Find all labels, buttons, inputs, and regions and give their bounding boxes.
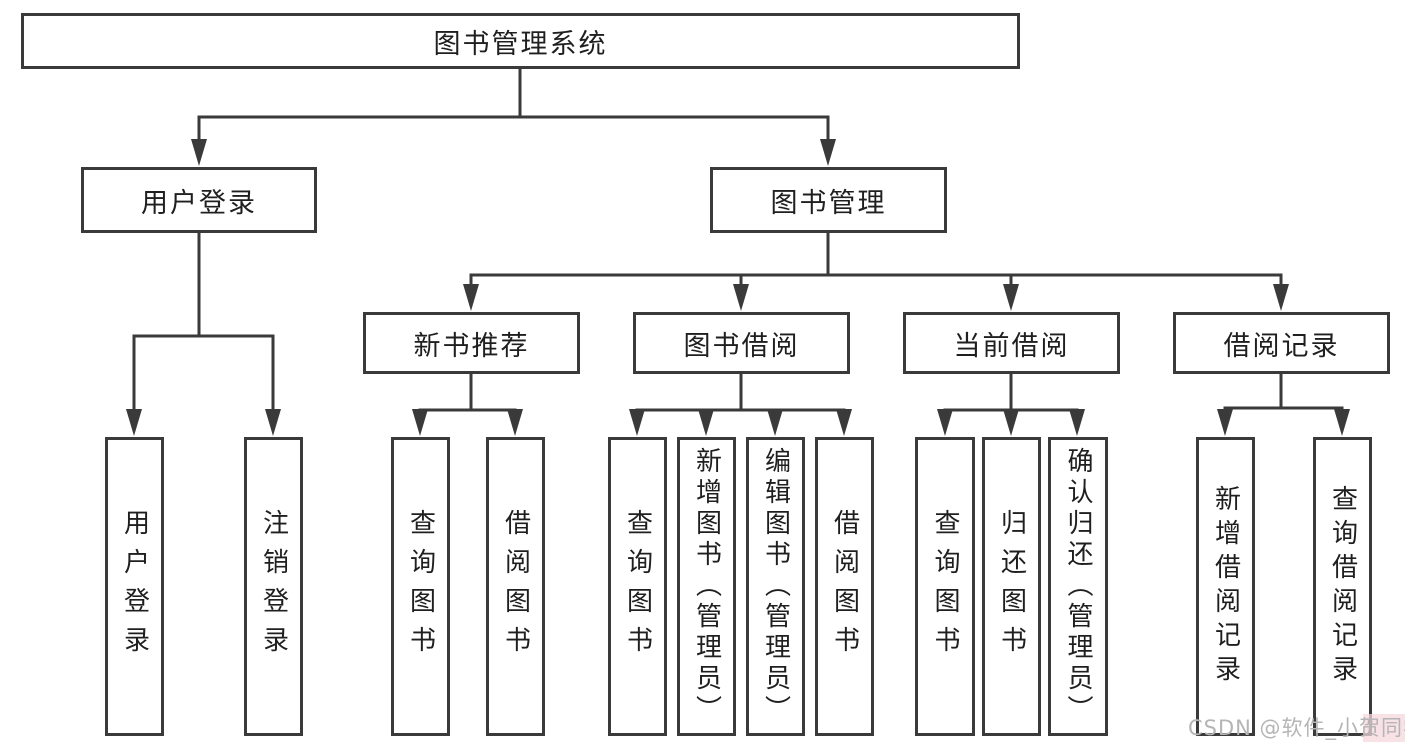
leaf-return-book: 归还图书 bbox=[982, 437, 1041, 736]
node-current-borrow: 当前借阅 bbox=[903, 312, 1120, 374]
watermark: CSDN @软件_小贺同学 bbox=[1188, 712, 1405, 742]
node-borrow-records: 借阅记录 bbox=[1173, 312, 1390, 374]
node-book-management-label: 图书管理 bbox=[770, 187, 887, 219]
leaf-confirm-return-admin: 确认归还（管理员） bbox=[1048, 437, 1108, 736]
node-book-borrow: 图书借阅 bbox=[633, 312, 850, 374]
node-book-management: 图书管理 bbox=[710, 167, 947, 233]
node-library-system-label: 图书管理系统 bbox=[433, 28, 608, 60]
node-new-book-recommend: 新书推荐 bbox=[363, 312, 580, 374]
watermark-text-accent: 学 bbox=[1403, 716, 1405, 740]
node-library-system: 图书管理系统 bbox=[21, 13, 1020, 69]
leaf-add-borrow-record: 新增借阅记录 bbox=[1196, 437, 1255, 736]
leaf-user-login: 用户登录 bbox=[105, 437, 164, 736]
node-borrow-records-label: 借阅记录 bbox=[1223, 330, 1340, 362]
leaf-logout: 注销登录 bbox=[244, 437, 303, 736]
leaf-borrow-book-recommend: 借阅图书 bbox=[486, 437, 545, 736]
leaf-query-borrow-record: 查询借阅记录 bbox=[1313, 437, 1372, 736]
leaf-query-book-borrow: 查询图书 bbox=[608, 437, 667, 736]
leaf-edit-book-admin: 编辑图书（管理员） bbox=[746, 437, 805, 736]
node-current-borrow-label: 当前借阅 bbox=[953, 330, 1070, 362]
node-user-login: 用户登录 bbox=[81, 167, 317, 233]
leaf-query-book-current: 查询图书 bbox=[915, 437, 975, 736]
leaf-add-book-admin: 新增图书（管理员） bbox=[677, 437, 736, 736]
node-book-borrow-label: 图书借阅 bbox=[683, 330, 800, 362]
node-new-book-recommend-label: 新书推荐 bbox=[413, 330, 530, 362]
watermark-text: CSDN @软件_小贺同 bbox=[1188, 716, 1404, 740]
leaf-borrow-book: 借阅图书 bbox=[815, 437, 874, 736]
watermark-pink-background bbox=[1363, 714, 1405, 742]
node-user-login-label: 用户登录 bbox=[141, 187, 257, 219]
leaf-query-book-recommend: 查询图书 bbox=[391, 437, 450, 736]
